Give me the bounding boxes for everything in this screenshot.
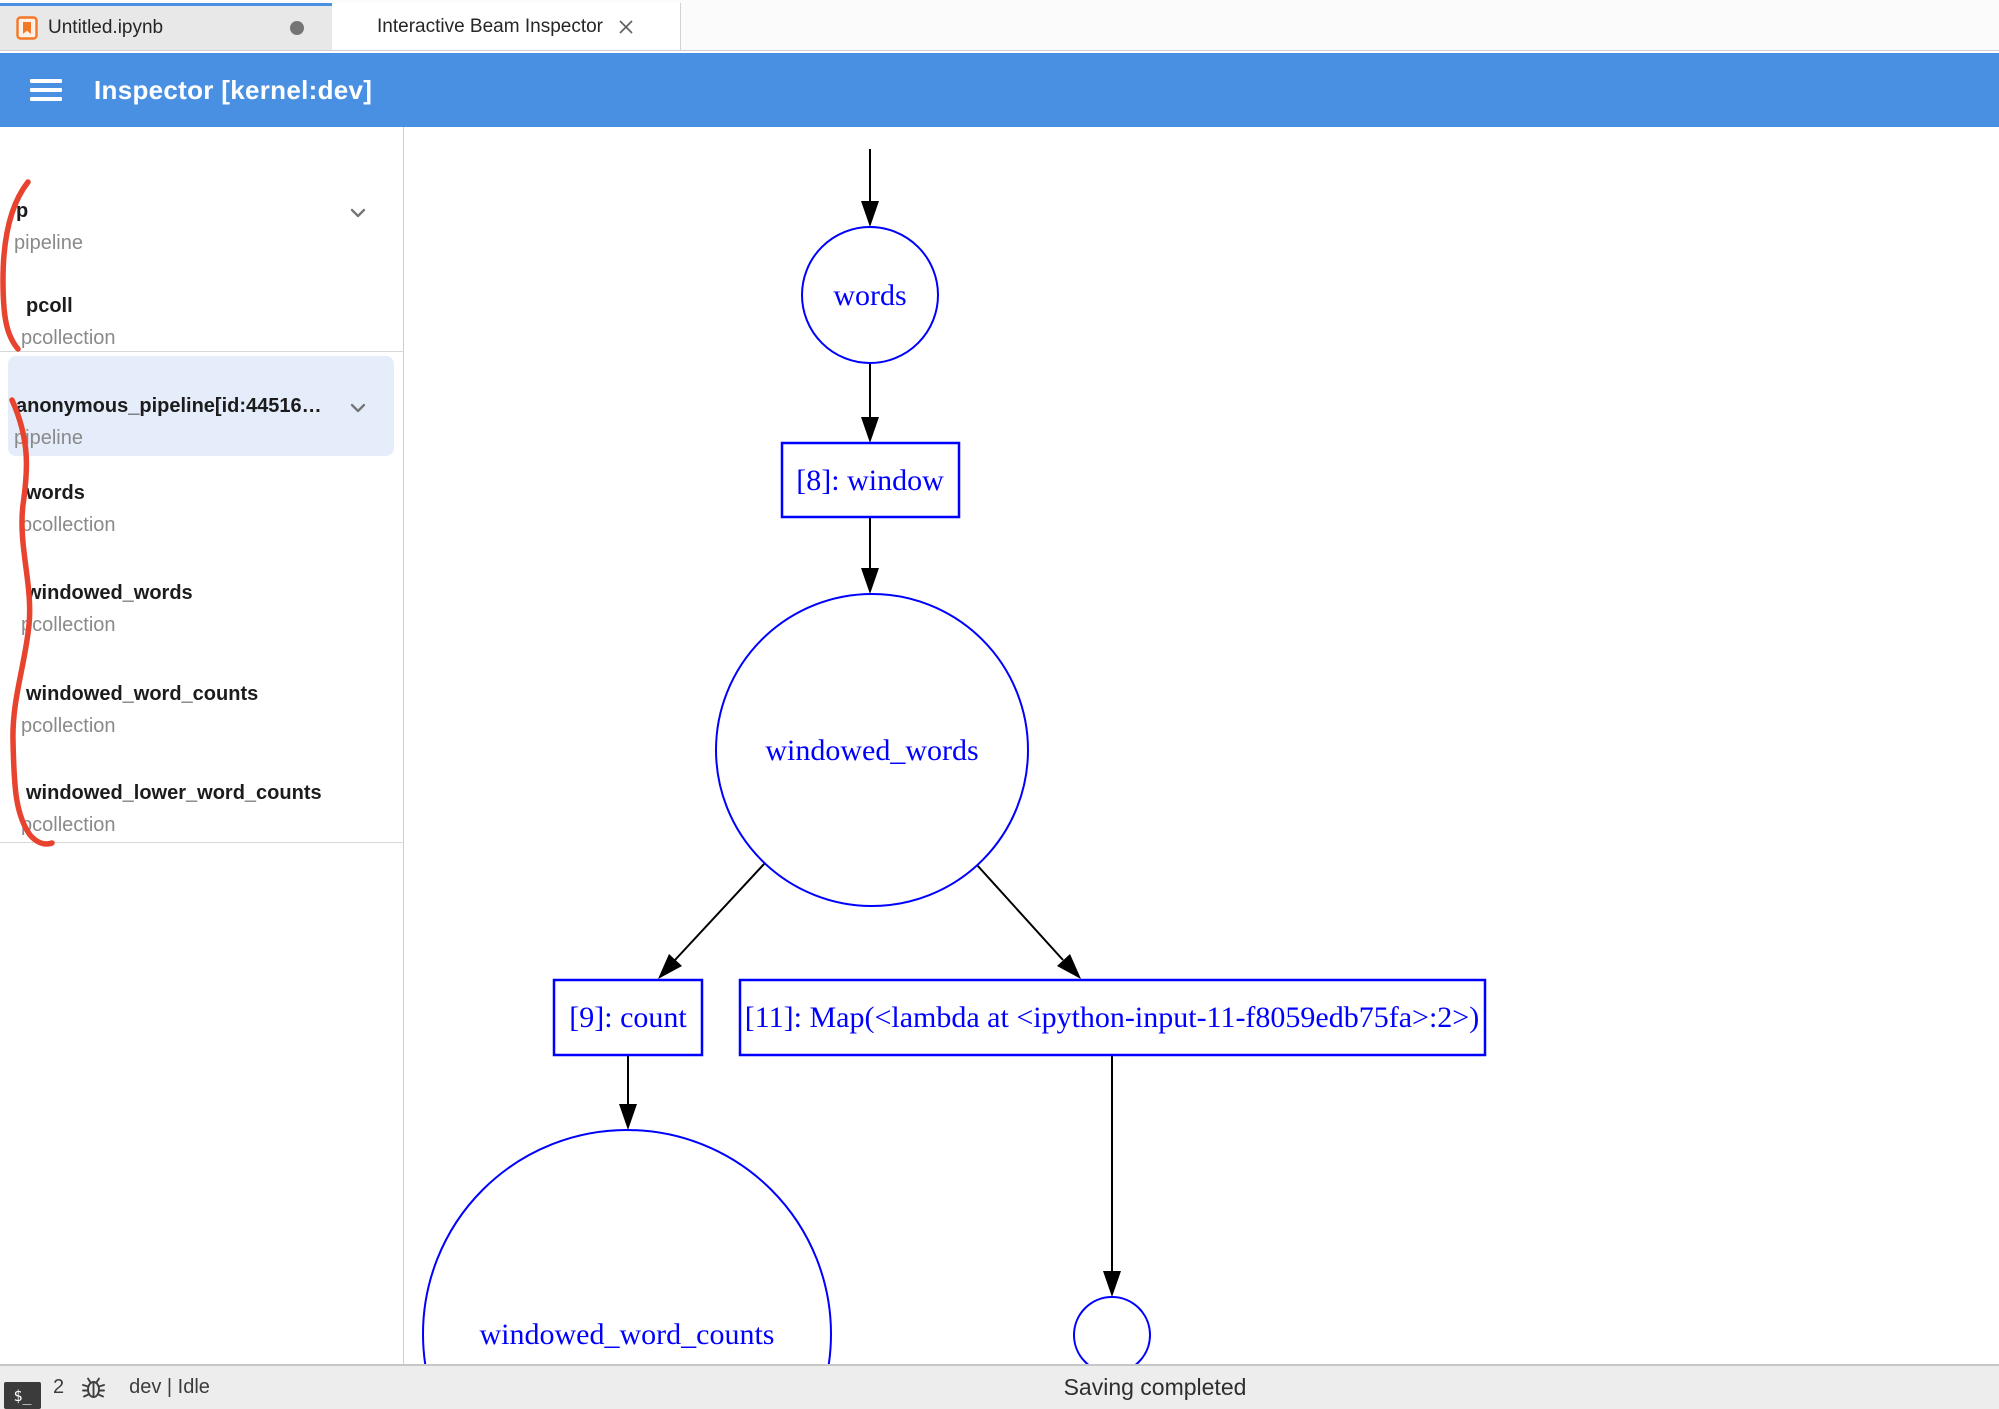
graph-edge-words-window bbox=[861, 363, 879, 443]
sidebar-item-windowed-lower-word-counts[interactable]: windowed_lower_word_counts bbox=[26, 782, 322, 804]
menu-icon[interactable] bbox=[30, 79, 62, 101]
svg-text:windowed_words: windowed_words bbox=[765, 734, 978, 767]
svg-text:words: words bbox=[833, 279, 906, 312]
sidebar-item-type: pcollection bbox=[21, 327, 116, 349]
graph-edge-window-windowed-words bbox=[861, 517, 879, 594]
graph-canvas: words [8]: window windowed_words [9]: co… bbox=[422, 149, 1487, 1409]
graph-node-windowed-word-counts: windowed_word_counts bbox=[422, 1129, 832, 1409]
selected-row-highlight bbox=[8, 356, 394, 456]
pipeline-graph: words [8]: window windowed_words [9]: co… bbox=[405, 127, 1999, 1409]
close-icon[interactable] bbox=[617, 18, 635, 36]
graph-edge-count-windowed-word-counts bbox=[619, 1055, 637, 1130]
sidebar-item-windowed-word-counts[interactable]: windowed_word_counts bbox=[26, 683, 259, 705]
tab-label: Untitled.ipynb bbox=[48, 17, 164, 38]
graph-node-map-lambda: [11]: Map(<lambda at <ipython-input-11-f… bbox=[738, 978, 1487, 1057]
inspector-header: Inspector [kernel:dev] bbox=[0, 53, 1999, 127]
notebook-icon bbox=[16, 15, 38, 41]
sidebar-item-type: pcollection bbox=[21, 614, 116, 636]
tab-label: Interactive Beam Inspector bbox=[377, 15, 603, 37]
graph-node-window: [8]: window bbox=[780, 441, 961, 519]
content-bottom-border bbox=[0, 1364, 1999, 1366]
graph-edge-into-words bbox=[861, 149, 879, 227]
status-bar: $_ 2 dev | Idle Saving completed bbox=[0, 1366, 1999, 1409]
graph-edge-map-output bbox=[1103, 1055, 1121, 1297]
chevron-down-icon[interactable] bbox=[346, 396, 370, 420]
tab-bar: Untitled.ipynb Interactive Beam Inspecto… bbox=[0, 0, 1999, 51]
sidebar-item-type: pipeline bbox=[14, 232, 83, 254]
sidebar-item-type: pcollection bbox=[21, 514, 116, 536]
sidebar-item-pcoll[interactable]: pcoll bbox=[26, 295, 73, 317]
sidebar-item-type: pipeline bbox=[14, 427, 83, 449]
svg-text:[11]: Map(<lambda at <ipython-: [11]: Map(<lambda at <ipython-input-11-f… bbox=[745, 1001, 1479, 1034]
terminal-sessions-icon[interactable]: $_ bbox=[4, 1382, 41, 1409]
sidebar-item-words[interactable]: words bbox=[26, 482, 85, 504]
sidebar-list-bottom-border bbox=[0, 842, 404, 843]
tab-untitled-notebook[interactable]: Untitled.ipynb bbox=[0, 3, 332, 50]
graph-node-windowed-words: windowed_words bbox=[715, 593, 1029, 907]
svg-text:windowed_word_counts: windowed_word_counts bbox=[480, 1318, 775, 1351]
graph-node-count: [9]: count bbox=[552, 978, 704, 1057]
graph-node-words: words bbox=[801, 226, 939, 364]
tab-beam-inspector[interactable]: Interactive Beam Inspector bbox=[332, 3, 681, 50]
unsaved-changes-dot[interactable] bbox=[290, 21, 304, 35]
sidebar-item-anonymous-pipeline[interactable]: anonymous_pipeline[id:44516… bbox=[16, 395, 322, 417]
graph-edge-windowed-words-count bbox=[658, 862, 766, 979]
sidebar-item-type: pcollection bbox=[21, 814, 116, 836]
bug-icon[interactable] bbox=[80, 1374, 107, 1401]
sidebar-item-pipeline-p[interactable]: p bbox=[16, 200, 29, 222]
chevron-down-icon[interactable] bbox=[346, 201, 370, 225]
status-message: Saving completed bbox=[1063, 1374, 1247, 1400]
sidebar-divider bbox=[0, 351, 404, 352]
session-count[interactable]: 2 bbox=[53, 1376, 65, 1398]
svg-text:[9]: count: [9]: count bbox=[569, 1001, 687, 1034]
kernel-status[interactable]: dev | Idle bbox=[129, 1376, 210, 1398]
sidebar-item-type: pcollection bbox=[21, 715, 116, 737]
page-title: Inspector [kernel:dev] bbox=[94, 74, 373, 105]
svg-text:[8]: window: [8]: window bbox=[796, 464, 944, 497]
sidebar-item-windowed-words[interactable]: windowed_words bbox=[26, 582, 193, 604]
sidebar: p pipeline pcoll pcollection anonymous_p… bbox=[0, 127, 404, 1364]
graph-edge-windowed-words-map bbox=[976, 864, 1081, 979]
graph-node-output-circle bbox=[1073, 1296, 1151, 1374]
